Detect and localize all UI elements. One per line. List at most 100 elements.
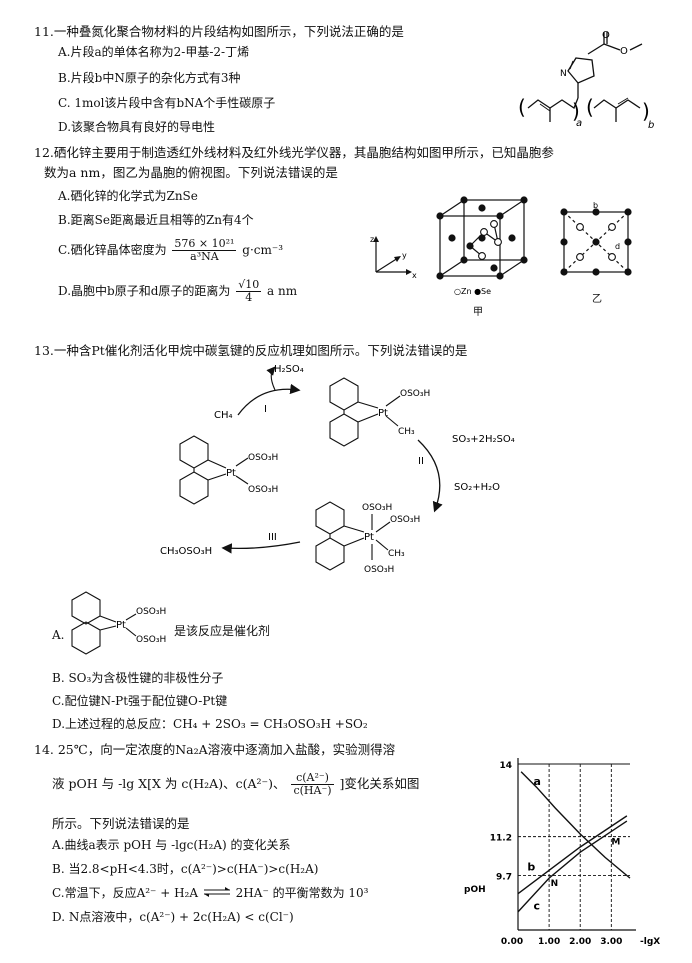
q13-complex-top [329, 377, 401, 447]
svg-text:): ) [572, 99, 580, 123]
q11-option-d: D.该聚合物具有良好的导电性 [58, 120, 216, 134]
x-tick-label-0: 0.00 [501, 937, 523, 947]
q13-product: CH₃OSO₃H [160, 546, 212, 557]
svg-text:Pt: Pt [378, 408, 388, 419]
q13-top-oso3h: OSO₃H [400, 389, 430, 399]
q14-stem-line1: 14. 25℃，向一定浓度的Na₂A溶液中逐滴加入盐酸，实验测得溶 [34, 742, 396, 757]
q13-so2-out: SO₂+H₂O [454, 482, 500, 493]
y-tick-label-1: 11.2 [490, 834, 512, 844]
q12-axis-diagram: z y x [370, 235, 417, 280]
q12-stem-line2: 数为a nm，图乙为晶胞的俯视图。下列说法错误的是 [44, 165, 338, 180]
q11-o-carbonyl: O [602, 30, 610, 41]
q12-distance-denominator: 4 [245, 291, 253, 304]
q13-complex-left [179, 435, 249, 505]
q14-option-c-prefix: C.常温下，反应A²⁻ + H₂A [52, 886, 199, 900]
q13-top-ch3: CH₃ [398, 427, 415, 437]
q14-option-b: B. 当2.8<pH<4.3时，c(A²⁻)>c(HA⁻)>c(H₂A) [52, 862, 319, 876]
q11-option-b: B.片段b中N原子的杂化方式有3种 [58, 71, 241, 85]
q13-bottom-oso3h-2: OSO₃H [390, 515, 420, 525]
q12-label-d: d [615, 242, 620, 251]
q12-label-jia: 甲 [473, 307, 483, 318]
q13-a-oso3h-1: OSO₃H [136, 607, 166, 617]
q12-label-yi: 乙 [592, 294, 602, 305]
q13-step-1: I [264, 404, 267, 415]
q13-option-d: D.上述过程的总反应：CH₄ + 2SO₃ = CH₃OSO₃H +SO₂ [52, 717, 368, 731]
svg-text:): ) [642, 99, 650, 123]
q12-unit-cell-jia: ○Zn ●Se [436, 196, 528, 296]
q12-density-denominator: a³NA [190, 250, 219, 263]
q13-bottom-oso3h-1: OSO₃H [362, 503, 392, 513]
curve-b [517, 815, 628, 895]
svg-text:(: ( [586, 95, 594, 119]
q12-option-b: B.距离Se距离最近且相等的Zn有4个 [58, 213, 254, 227]
q11-label-b: b [648, 120, 654, 131]
q13-option-c: C.配位键N-Pt强于配位键O-Pt键 [52, 694, 228, 708]
x-axis-label: -lgX [640, 937, 660, 947]
curve-label-a: a [534, 775, 541, 788]
curve-c [517, 820, 628, 913]
q12-option-c: C.硒化锌晶体密度为 576 × 10²¹ a³NA g·cm⁻³ [58, 238, 283, 263]
q14-ratio-numerator: c(A²⁻) [291, 772, 334, 785]
x-tick-label-3: 3.00 [600, 937, 622, 947]
q14-ratio-fraction: c(A²⁻) c(HA⁻) [291, 772, 334, 797]
svg-text:(: ( [518, 95, 526, 119]
q12-density-fraction: 576 × 10²¹ a³NA [172, 237, 237, 263]
equilibrium-arrow-icon [202, 886, 232, 901]
q11-polymer-structure: O O N ( ) a ( ) b [518, 30, 654, 131]
q11-label-a: a [576, 118, 582, 129]
q12-distance-numerator: √10 [236, 278, 262, 292]
q13-complex-bottom [315, 501, 391, 571]
q11-option-a: A.片段a的单体名称为2-甲基-2-丁烯 [58, 45, 250, 59]
q13-option-b: B. SO₃为含极性键的非极性分子 [52, 671, 224, 685]
q12-distance-unit: a nm [267, 284, 298, 298]
q13-a-oso3h-2: OSO₃H [136, 635, 166, 645]
point-label-M: M [611, 837, 620, 847]
q14-ratio-denominator: c(HA⁻) [293, 784, 332, 797]
point-label-N: N [551, 879, 559, 889]
q11-n-label: N [560, 69, 567, 79]
q13-step-2: II [418, 456, 424, 467]
q13-left-oso3h-2: OSO₃H [248, 485, 278, 495]
q11-o-ester: O [620, 46, 628, 57]
q14-stem-line2-suffix: ]变化关系如图 [339, 776, 420, 791]
q14-stem-line3: 所示。下列说法错误的是 [52, 816, 190, 831]
q13-option-a-structure: Pt OSO₃H OSO₃H [71, 591, 166, 655]
q14-option-c: C.常温下，反应A²⁻ + H₂A 2HA⁻ 的平衡常数为 10³ [52, 886, 368, 901]
q13-stem: 13.一种含Pt催化剂活化甲烷中碳氢键的反应机理如图所示。下列说法错误的是 [34, 343, 468, 358]
q13-option-a-text: 是该反应是催化剂 [174, 624, 271, 638]
curve-label-b: b [527, 860, 535, 873]
svg-text:Pt: Pt [226, 468, 236, 479]
q12-option-a: A.硒化锌的化学式为ZnSe [58, 189, 198, 203]
q14-option-a: A.曲线a表示 pOH 与 -lgc(H₂A) 的变化关系 [52, 838, 291, 852]
q12-axis-y: y [402, 251, 407, 260]
q13-h2so4: H₂SO₄ [274, 364, 304, 375]
q13-left-oso3h-1: OSO₃H [248, 453, 278, 463]
q12-stem-line1: 12.硒化锌主要用于制造透红外线材料及红外线光学仪器，其晶胞结构如图甲所示，已知… [34, 145, 554, 160]
q13-mechanism-cycle: H₂SO₄ CH₄ I Pt OSO₃H CH₃ II SO₃+2H₂SO₄ S… [160, 364, 515, 575]
y-tick-label-2: 9.7 [496, 873, 512, 883]
q13-option-a-label: A. [52, 628, 65, 642]
x-tick-label-2: 2.00 [569, 937, 591, 947]
y-axis-label: pOH [464, 885, 486, 895]
x-tick-label-1: 1.00 [538, 937, 560, 947]
q12-legend: ○Zn ●Se [454, 287, 491, 296]
y-tick-label-0: 14 [499, 761, 512, 771]
curve-a [520, 771, 631, 879]
q11-stem: 11.一种叠氮化聚合物材料的片段结构如图所示，下列说法正确的是 [34, 24, 404, 39]
q14-option-d: D. N点溶液中，c(A²⁻) + 2c(H₂A) < c(Cl⁻) [52, 910, 294, 924]
svg-text:Pt: Pt [364, 532, 374, 543]
q12-axis-x: x [412, 271, 417, 280]
q12-option-d: D.晶胞中b原子和d原子的距离为 √10 4 a nm [58, 279, 297, 304]
q12-option-d-prefix: D.晶胞中b原子和d原子的距离为 [58, 284, 231, 298]
svg-text:Pt: Pt [116, 620, 126, 631]
q12-density-unit: g·cm⁻³ [242, 243, 284, 257]
curve-label-c: c [534, 899, 541, 912]
q13-bottom-ch3: CH₃ [388, 549, 405, 559]
q14-chart: 14 11.2 9.7 0.00 1.00 2.00 3.00 pOH -lgX a b c M N [464, 758, 660, 947]
q12-top-view-yi: b d [560, 202, 632, 276]
q13-step-3: III [268, 532, 277, 543]
q14-stem-line2-prefix: 液 pOH 与 -lg X[X 为 c(H₂A)、c(A²⁻)、 [52, 776, 286, 791]
q12-label-b: b [593, 202, 598, 210]
q12-density-numerator: 576 × 10²¹ [172, 237, 237, 251]
q12-option-c-prefix: C.硒化锌晶体密度为 [58, 243, 167, 257]
